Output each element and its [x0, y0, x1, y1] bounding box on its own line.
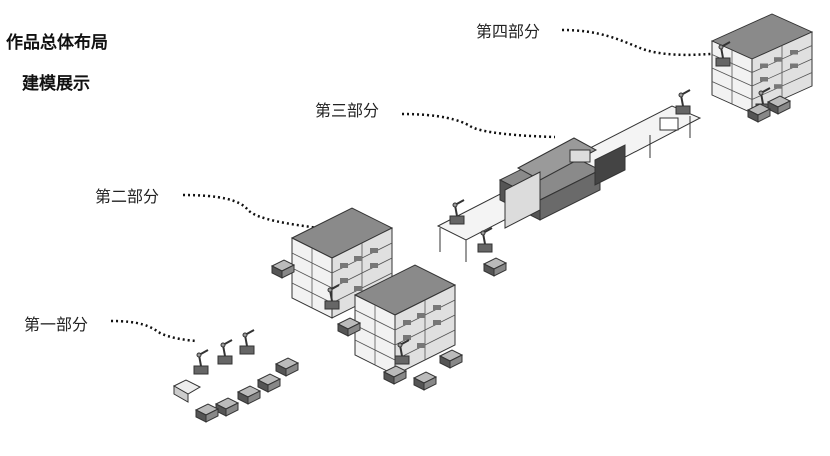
- part-2-leader: [182, 193, 319, 230]
- leader-lines: [110, 28, 723, 343]
- part-3-model: [436, 89, 702, 277]
- part-4-label: 第四部分: [476, 22, 541, 41]
- part-2-model: [271, 207, 463, 391]
- part-1-label: 第一部分: [24, 315, 89, 334]
- part-4-leader: [561, 28, 723, 57]
- part-1-model: [172, 329, 299, 423]
- part-1-leader: [110, 319, 197, 343]
- model-subtitle: 建模展示: [22, 74, 90, 94]
- part-3-leader: [401, 112, 556, 139]
- part-4-model: [711, 13, 813, 123]
- part-2-label: 第二部分: [95, 187, 160, 206]
- part-3-label: 第三部分: [315, 101, 380, 120]
- layout-title: 作品总体布局: [6, 33, 108, 53]
